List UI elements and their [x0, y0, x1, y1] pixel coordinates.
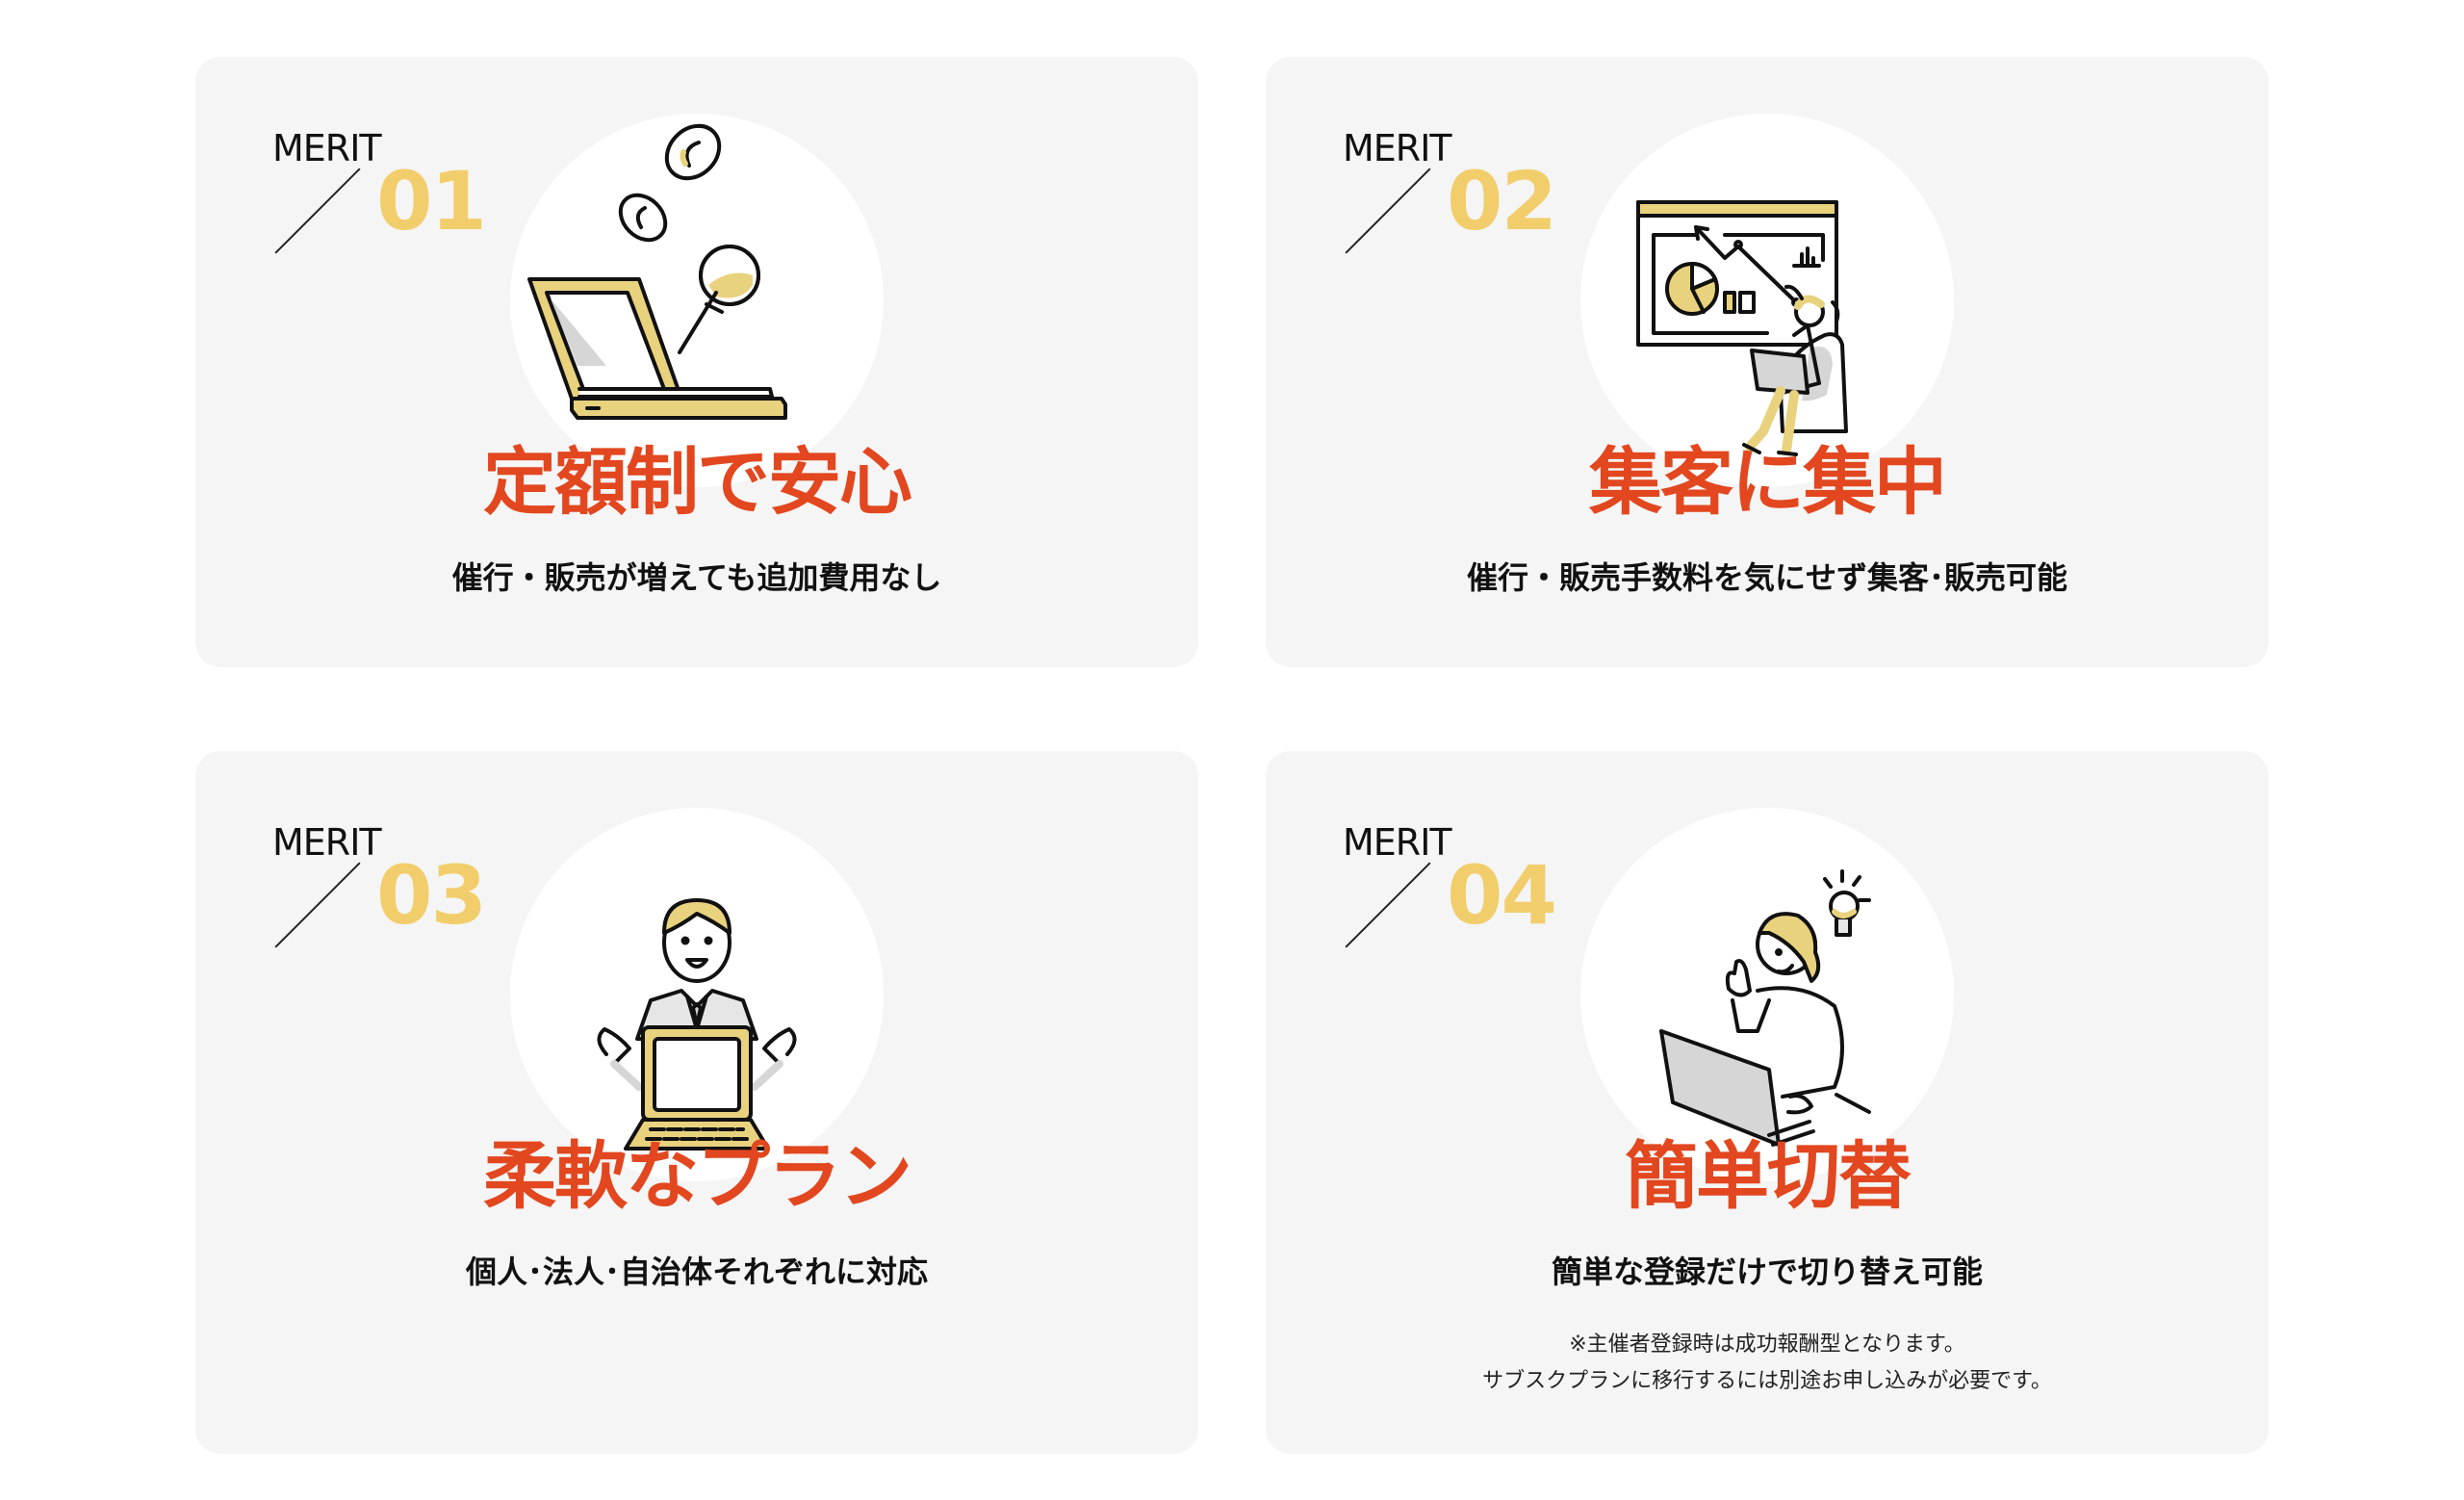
merit-card-01: MERIT 01 定額制で安心 催行・販売が増えても追加費用なし [195, 57, 1198, 667]
merit-number: 03 [376, 848, 487, 943]
merit-label: MERIT [272, 821, 382, 864]
presenter-laptop-icon [597, 898, 797, 1151]
merit-subtitle: 簡単な登録だけで切り替え可能 [1551, 1254, 1983, 1290]
merit-slash-divider [274, 168, 361, 254]
merit-number: 04 [1447, 848, 1557, 943]
analytics-presentation-icon [1636, 200, 1848, 456]
laptop-coins-icon [527, 123, 787, 420]
merit-subtitle: 個人･法人･自治体それぞれに対応 [465, 1254, 928, 1290]
merit-number: 02 [1447, 154, 1557, 248]
merit-card-02: MERIT 02 集客に集中 催行・販売手数料を気にせず集客･販売可能 [1266, 57, 2269, 667]
merit-subtitle: 催行・販売が増えても追加費用なし [451, 559, 942, 596]
merit-title: 定額制で安心 [483, 439, 912, 525]
merit-label: MERIT [272, 127, 382, 169]
merit-label: MERIT [1343, 821, 1452, 864]
note-line: サブスクプランに移行するには別途お申し込みが必要です。 [1482, 1369, 2052, 1393]
merit-card-03: MERIT 03 柔軟なプラン 個人･法人･自治体それぞれに対応 [195, 751, 1198, 1454]
merit-notes: ※主催者登録時は成功報酬型となります。 サブスクプランに移行するには別途お申し込… [1266, 1327, 2269, 1400]
merit-title: 集客に集中 [1589, 439, 1947, 525]
merit-slash-divider [1345, 862, 1431, 948]
merit-slash-divider [274, 862, 361, 948]
merit-slash-divider [1345, 168, 1431, 254]
merit-card-04: MERIT 04 簡単切替 簡単な登録だけで切り替え可能 ※主催者登録時は成功報… [1266, 751, 2269, 1454]
idea-laptop-icon [1659, 869, 1871, 1147]
merit-number: 01 [376, 154, 487, 248]
merit-title: 簡単切替 [1625, 1133, 1912, 1219]
note-line: ※主催者登録時は成功報酬型となります。 [1569, 1332, 1965, 1357]
merit-title: 柔軟なプラン [483, 1133, 912, 1219]
merit-label: MERIT [1343, 127, 1452, 169]
merit-subtitle: 催行・販売手数料を気にせず集客･販売可能 [1466, 559, 2067, 596]
